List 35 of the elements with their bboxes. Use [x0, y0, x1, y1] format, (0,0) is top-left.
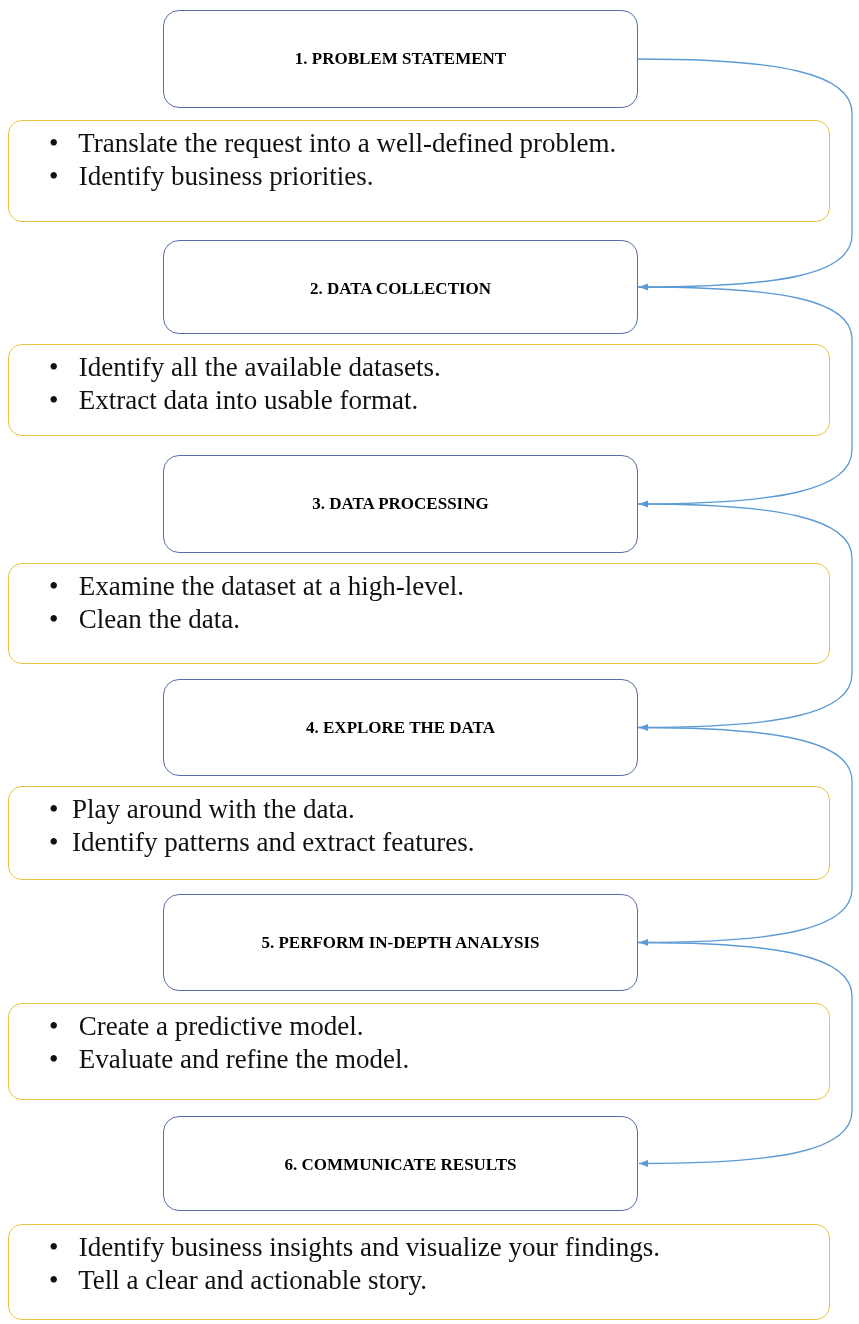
bullet-item: • Identify business priorities. — [49, 160, 375, 193]
details-box — [8, 1224, 830, 1320]
bullet-item: • Evaluate and refine the model. — [49, 1043, 411, 1076]
curved-arrow — [637, 503, 853, 731]
bullet-item: • Identify patterns and extract features. — [49, 826, 476, 859]
step-title: 4. EXPLORE THE DATA — [306, 718, 495, 738]
step-box — [163, 240, 638, 334]
details-box — [8, 1003, 830, 1100]
step-box — [163, 894, 638, 991]
step-box — [163, 679, 638, 776]
step-title: 1. PROBLEM STATEMENT — [294, 49, 507, 69]
step-title: 6. COMMUNICATE RESULTS — [284, 1155, 517, 1175]
bullet-item: • Identify all the available datasets. — [49, 351, 442, 384]
curved-arrow — [637, 58, 853, 291]
step-box — [163, 455, 638, 553]
bullet-item: • Translate the request into a well-defined problem. — [49, 127, 618, 160]
curved-arrow — [637, 941, 853, 1168]
step-title: 3. DATA PROCESSING — [312, 494, 489, 514]
step-title: 2. DATA COLLECTION — [309, 279, 492, 299]
bullet-item: • Create a predictive model. — [49, 1010, 365, 1043]
curved-arrow — [637, 286, 853, 508]
bullet-item: • Identify business insights and visualize your findings. — [49, 1231, 661, 1264]
bullet-item: • Extract data into usable format. — [49, 384, 420, 417]
details-box — [8, 344, 830, 436]
bullet-item: • Tell a clear and actionable story. — [49, 1264, 428, 1297]
bullet-item: • Play around with the data. — [49, 793, 356, 826]
bullet-item: • Examine the dataset at a high-level. — [49, 570, 466, 603]
bullet-item: • Clean the data. — [49, 603, 241, 636]
curved-arrow — [637, 726, 853, 946]
step-box — [163, 10, 638, 108]
step-box — [163, 1116, 638, 1211]
details-box — [8, 120, 830, 222]
details-box — [8, 563, 830, 664]
step-title: 5. PERFORM IN-DEPTH ANALYSIS — [261, 933, 540, 953]
details-box — [8, 786, 830, 880]
